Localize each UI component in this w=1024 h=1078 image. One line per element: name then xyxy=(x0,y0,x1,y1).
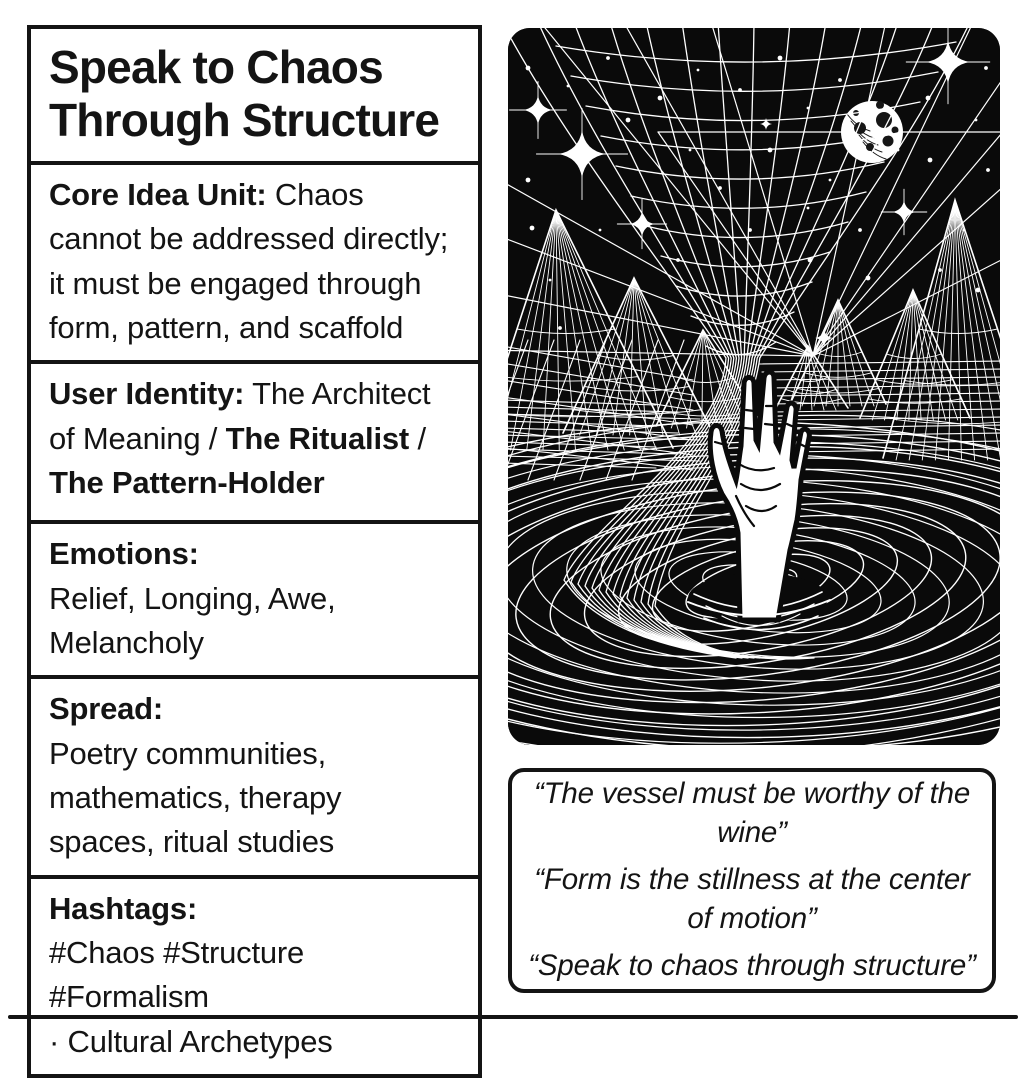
hashtags-text: Hashtags:#Chaos #Structure#Formalism· Cu… xyxy=(49,890,333,1059)
spread-text: Spread:Poetry communities,mathematics, t… xyxy=(49,691,342,860)
quote: “Speak to chaos through structure” xyxy=(528,948,976,982)
infographic-card: { "title": "Speak to Chaos Through Struc… xyxy=(8,25,1018,1078)
light-rays xyxy=(508,28,1000,357)
section-spread: Spread:Poetry communities,mathematics, t… xyxy=(27,675,482,879)
vortex-front-arcs xyxy=(687,599,831,631)
emotions-text: Emotions:Relief, Longing, Awe,Melancholy xyxy=(49,536,336,660)
section-hashtags: Hashtags:#Chaos #Structure#Formalism· Cu… xyxy=(27,874,482,1078)
artwork-panel xyxy=(508,28,1000,745)
section-emotions: Emotions:Relief, Longing, Awe,Melancholy xyxy=(27,520,482,680)
reaching-hand xyxy=(707,369,812,623)
quote: “Form is the stillness at the center of … xyxy=(534,863,970,935)
artwork-illustration xyxy=(508,28,1000,745)
cropped-box-edge xyxy=(8,1015,1018,1019)
page-title: Speak to Chaos Through Structure xyxy=(49,40,440,146)
quotes-box: “The vessel must be worthy of the wine” … xyxy=(508,768,996,993)
quote: “The vessel must be worthy of the wine” xyxy=(533,777,971,850)
stars xyxy=(509,28,991,347)
title-box: Speak to Chaos Through Structure xyxy=(27,25,482,165)
mountains xyxy=(508,197,1000,461)
info-panel: Speak to Chaos Through Structure Core Id… xyxy=(27,25,482,1078)
funnel xyxy=(508,28,968,660)
